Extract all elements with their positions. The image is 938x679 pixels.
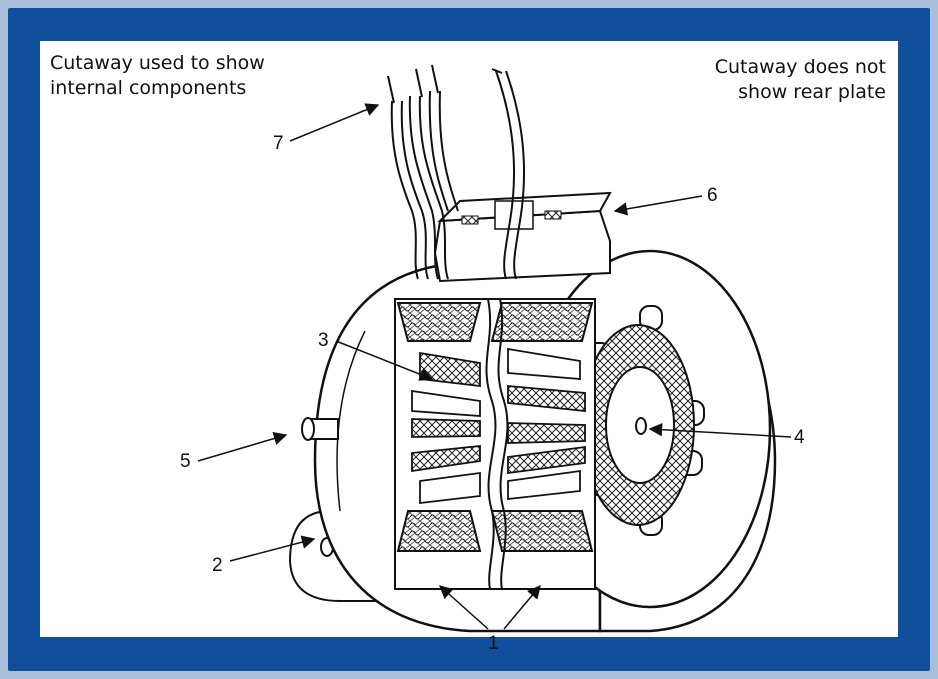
- stepper-motor-illustration: 1 2 3 4 5 6 7: [180, 64, 805, 654]
- lead-wires: [387, 64, 526, 280]
- coil-upper-left: [396, 302, 482, 342]
- callout-5: 5: [180, 451, 191, 472]
- callout-2: 2: [212, 555, 223, 576]
- wire-connector: [433, 191, 612, 283]
- stator-cutaway: [394, 298, 596, 590]
- rotor-end: [581, 305, 705, 536]
- coil-lower-right: [490, 510, 594, 552]
- caption-cutaway-right: Cutaway does not show rear plate: [714, 56, 886, 103]
- callout-1: 1: [488, 633, 499, 654]
- callout-3: 3: [318, 330, 329, 351]
- diagram-canvas: Cutaway used to show internal components…: [40, 41, 898, 654]
- coil-upper-right: [490, 302, 594, 342]
- callout-7: 7: [273, 133, 284, 154]
- caption-cutaway-left: Cutaway used to show internal components: [50, 52, 265, 99]
- callout-6: 6: [707, 185, 718, 206]
- callout-4: 4: [794, 427, 805, 448]
- diagram-panel: Cutaway used to show internal components…: [8, 8, 930, 671]
- coil-lower-left: [396, 510, 482, 552]
